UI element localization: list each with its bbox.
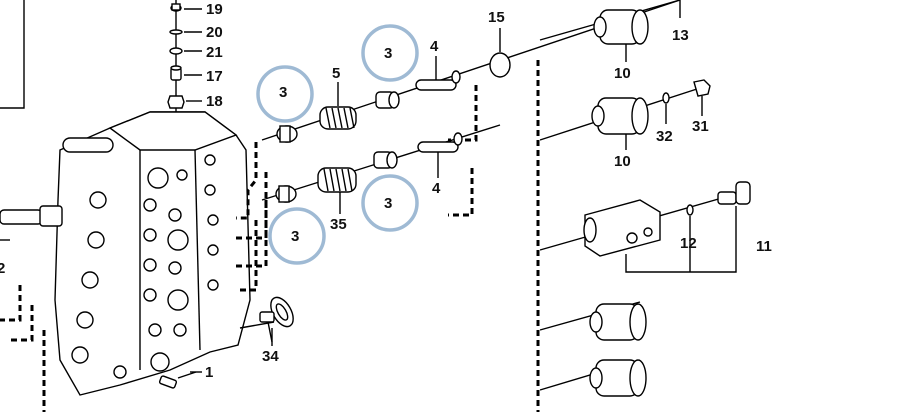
callout-32: 32 — [656, 128, 673, 145]
highlight-circle-3 — [361, 174, 419, 232]
spool-cap-lower — [373, 151, 398, 169]
dashed-guides — [0, 60, 540, 412]
callout-3-d: 3 — [291, 228, 299, 245]
callout-3-a: 3 — [279, 84, 287, 101]
top-leader-lines — [184, 8, 202, 102]
callout-13: 13 — [672, 27, 689, 44]
callout-21: 21 — [206, 44, 223, 61]
upper-spool-assembly — [261, 0, 681, 143]
right-components — [539, 0, 751, 397]
callout-10-upper: 10 — [614, 65, 631, 82]
callout-34: 34 — [262, 348, 279, 365]
solenoid-lower-a — [539, 301, 647, 341]
callout-10-lower: 10 — [614, 153, 631, 170]
callout-4-lower: 4 — [432, 180, 441, 197]
left-bolt-part — [0, 205, 63, 241]
solenoid-13 — [593, 0, 681, 45]
callout-4-upper: 4 — [430, 38, 439, 55]
spring-35 — [317, 167, 357, 193]
solenoid-lower-b — [539, 359, 647, 397]
callout-18: 18 — [206, 93, 223, 110]
callout-labels: 19 20 21 17 18 15 13 10 10 32 31 12 11 4… — [0, 1, 772, 381]
valve-ports — [71, 154, 219, 379]
callout-35: 35 — [330, 216, 347, 233]
callout-31: 31 — [692, 118, 709, 135]
eye-bolt-part — [239, 296, 294, 343]
solenoid-12-11 — [539, 181, 751, 273]
callout-11: 11 — [756, 238, 772, 255]
leader-lines — [190, 28, 627, 373]
callout-3-b: 3 — [384, 45, 392, 62]
callout-3-c: 3 — [384, 195, 392, 212]
callout-17: 17 — [206, 68, 223, 85]
frame-box — [0, 0, 25, 109]
callout-19: 19 — [206, 1, 223, 18]
highlight-circle-1 — [256, 65, 314, 123]
spool-cap-upper — [375, 91, 400, 109]
callout-5: 5 — [332, 65, 340, 82]
pin-4-lower — [417, 132, 463, 153]
valve-block — [54, 111, 251, 396]
callout-1: 1 — [205, 364, 213, 381]
callout-12: 12 — [680, 235, 697, 252]
fitting-part-1 — [158, 371, 197, 389]
highlight-circle-4 — [268, 207, 326, 265]
pin-4-upper — [415, 70, 461, 91]
solenoid-10-upper — [539, 79, 711, 141]
top-small-parts — [167, 0, 185, 140]
lower-spool-assembly — [261, 124, 501, 203]
callout-2: 2 — [0, 260, 5, 277]
highlight-circle-2 — [361, 24, 419, 82]
highlight-circles — [256, 24, 419, 265]
callout-15: 15 — [488, 9, 505, 26]
callout-20: 20 — [206, 24, 223, 41]
spring-5 — [319, 106, 357, 130]
